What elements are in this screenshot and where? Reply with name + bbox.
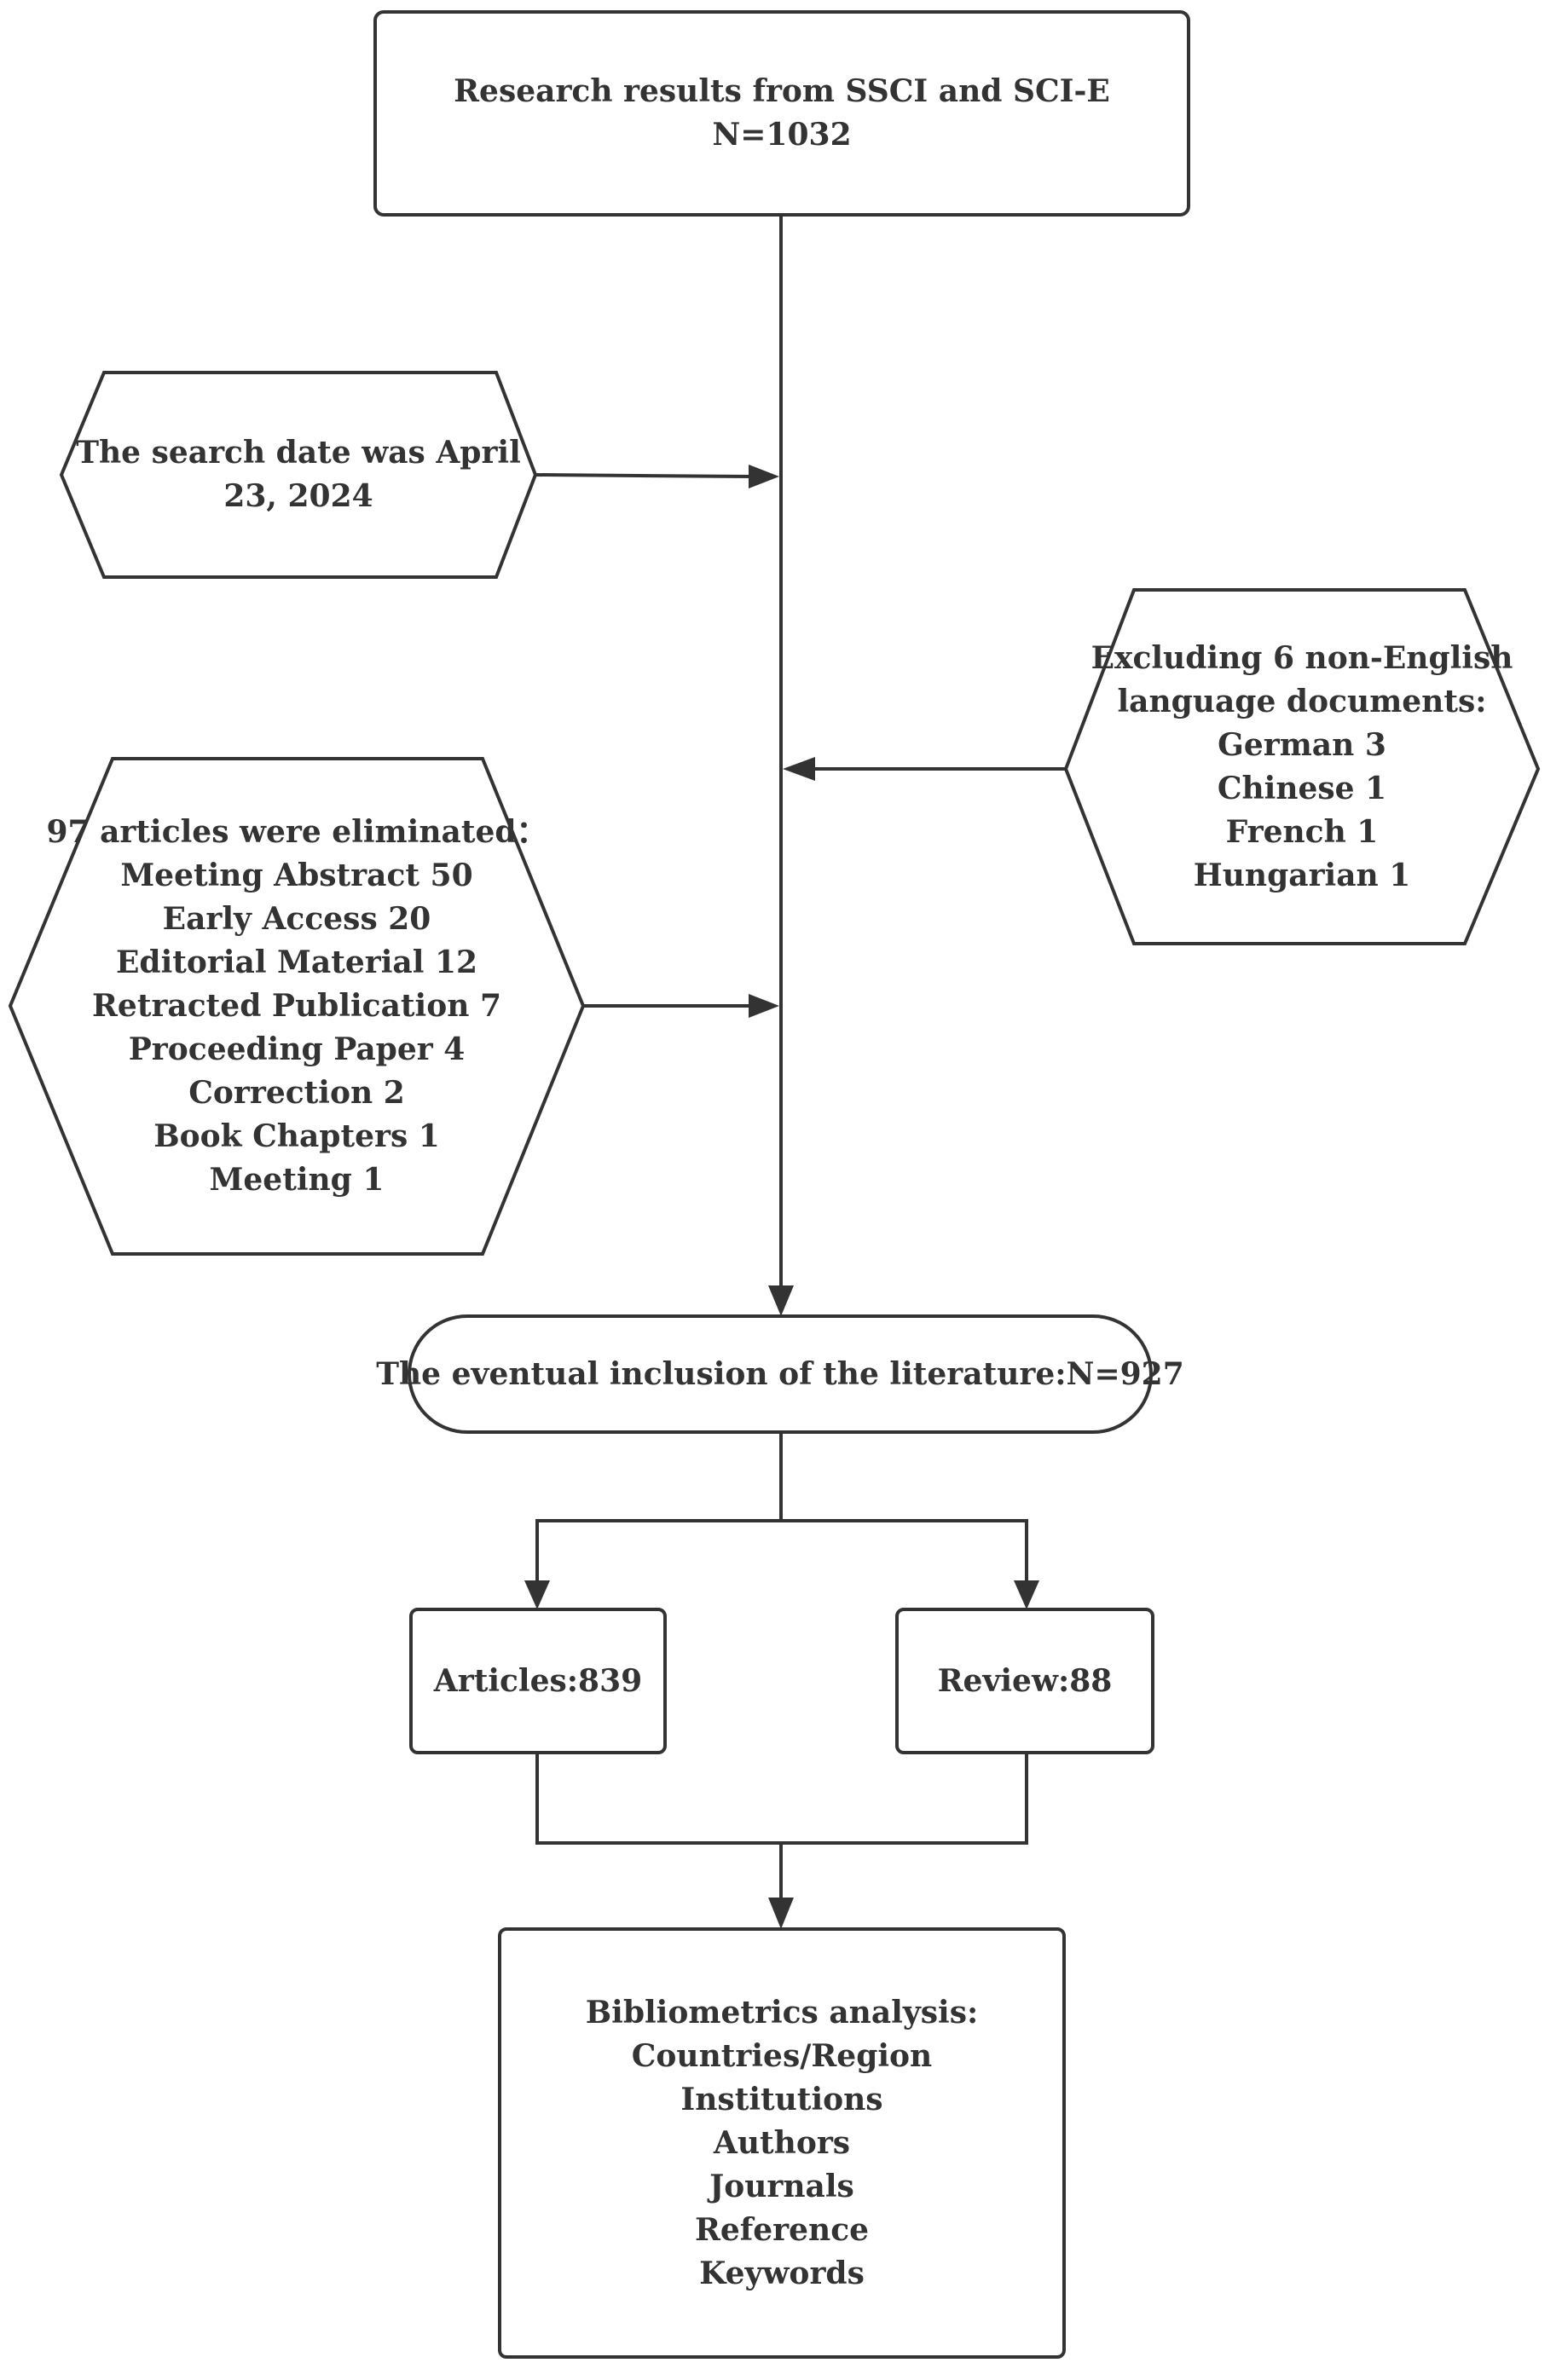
eliminated-item: Book Chapters 1 bbox=[153, 1118, 440, 1154]
eliminated-label: 97 articles were eliminated： Meeting Abs… bbox=[10, 759, 583, 1254]
search-date-arrowhead bbox=[749, 465, 779, 488]
search-date-label: The search date was April 23, 2024 bbox=[61, 373, 535, 577]
inclusion-label: The eventual inclusion of the literature… bbox=[376, 1316, 1184, 1432]
review-text: Review:88 bbox=[937, 1662, 1113, 1699]
search-results-count: N=1032 bbox=[712, 117, 852, 153]
analysis-item: Institutions bbox=[680, 2081, 883, 2117]
analysis-arrowhead bbox=[768, 1898, 794, 1929]
review-arrowhead bbox=[1014, 1580, 1039, 1609]
review-label: Review:88 bbox=[897, 1609, 1153, 1753]
language-item: Chinese 1 bbox=[1217, 770, 1387, 806]
language-exclusion-arrowhead bbox=[783, 757, 815, 781]
search-date-hexagon bbox=[59, 371, 538, 579]
analysis-label: Bibliometrics analysis: Countries/Region… bbox=[500, 1929, 1064, 2357]
search-date-line2: 23, 2024 bbox=[223, 478, 373, 514]
eliminated-item: Editorial Material 12 bbox=[115, 944, 478, 980]
search-date-connector bbox=[535, 473, 751, 478]
eliminated-item: Retracted Publication 7 bbox=[92, 988, 501, 1024]
split-left-connector bbox=[535, 1519, 781, 1582]
analysis-item: Reference bbox=[694, 2211, 870, 2248]
search-date-line1: The search date was April bbox=[76, 435, 521, 471]
eliminated-item: Proceeding Paper 4 bbox=[128, 1031, 466, 1067]
analysis-heading: Bibliometrics analysis: bbox=[585, 1994, 979, 2031]
language-exclusion-heading: Excluding 6 non-English bbox=[1091, 639, 1513, 676]
eliminated-item: Meeting Abstract 50 bbox=[120, 858, 473, 893]
language-item: German 3 bbox=[1218, 726, 1386, 763]
main-arrowhead bbox=[768, 1285, 794, 1316]
language-exclusion-label: Excluding 6 non-English language documen… bbox=[1066, 590, 1538, 944]
analysis-item: Countries/Region bbox=[631, 2037, 933, 2074]
split-right-connector bbox=[781, 1519, 1028, 1582]
language-item: French 1 bbox=[1225, 813, 1379, 850]
language-item: Hungarian 1 bbox=[1193, 857, 1411, 893]
analysis-item: Keywords bbox=[699, 2255, 865, 2291]
merge-left-connector bbox=[535, 1753, 781, 1845]
eliminated-item: Early Access 20 bbox=[162, 901, 431, 937]
eliminated-item: Meeting 1 bbox=[209, 1162, 385, 1198]
analysis-item: Journals bbox=[709, 2168, 854, 2204]
articles-text: Articles:839 bbox=[433, 1662, 643, 1699]
search-results-label: Research results from SSCI and SCI-E N=1… bbox=[375, 12, 1189, 215]
merge-right-connector bbox=[781, 1753, 1028, 1845]
articles-label: Articles:839 bbox=[411, 1609, 665, 1753]
articles-arrowhead bbox=[524, 1580, 550, 1609]
eliminated-arrowhead bbox=[749, 994, 779, 1018]
analysis-box bbox=[498, 1927, 1066, 2359]
analysis-item: Authors bbox=[713, 2124, 851, 2161]
eliminated-heading: 97 articles were eliminated： bbox=[46, 814, 547, 850]
eliminated-hexagon bbox=[8, 757, 586, 1256]
language-exclusion-heading2: language documents: bbox=[1117, 683, 1487, 719]
search-results-title: Research results from SSCI and SCI-E bbox=[454, 73, 1110, 109]
inclusion-text: The eventual inclusion of the literature… bbox=[376, 1355, 1184, 1392]
eliminated-item: Correction 2 bbox=[188, 1075, 405, 1111]
